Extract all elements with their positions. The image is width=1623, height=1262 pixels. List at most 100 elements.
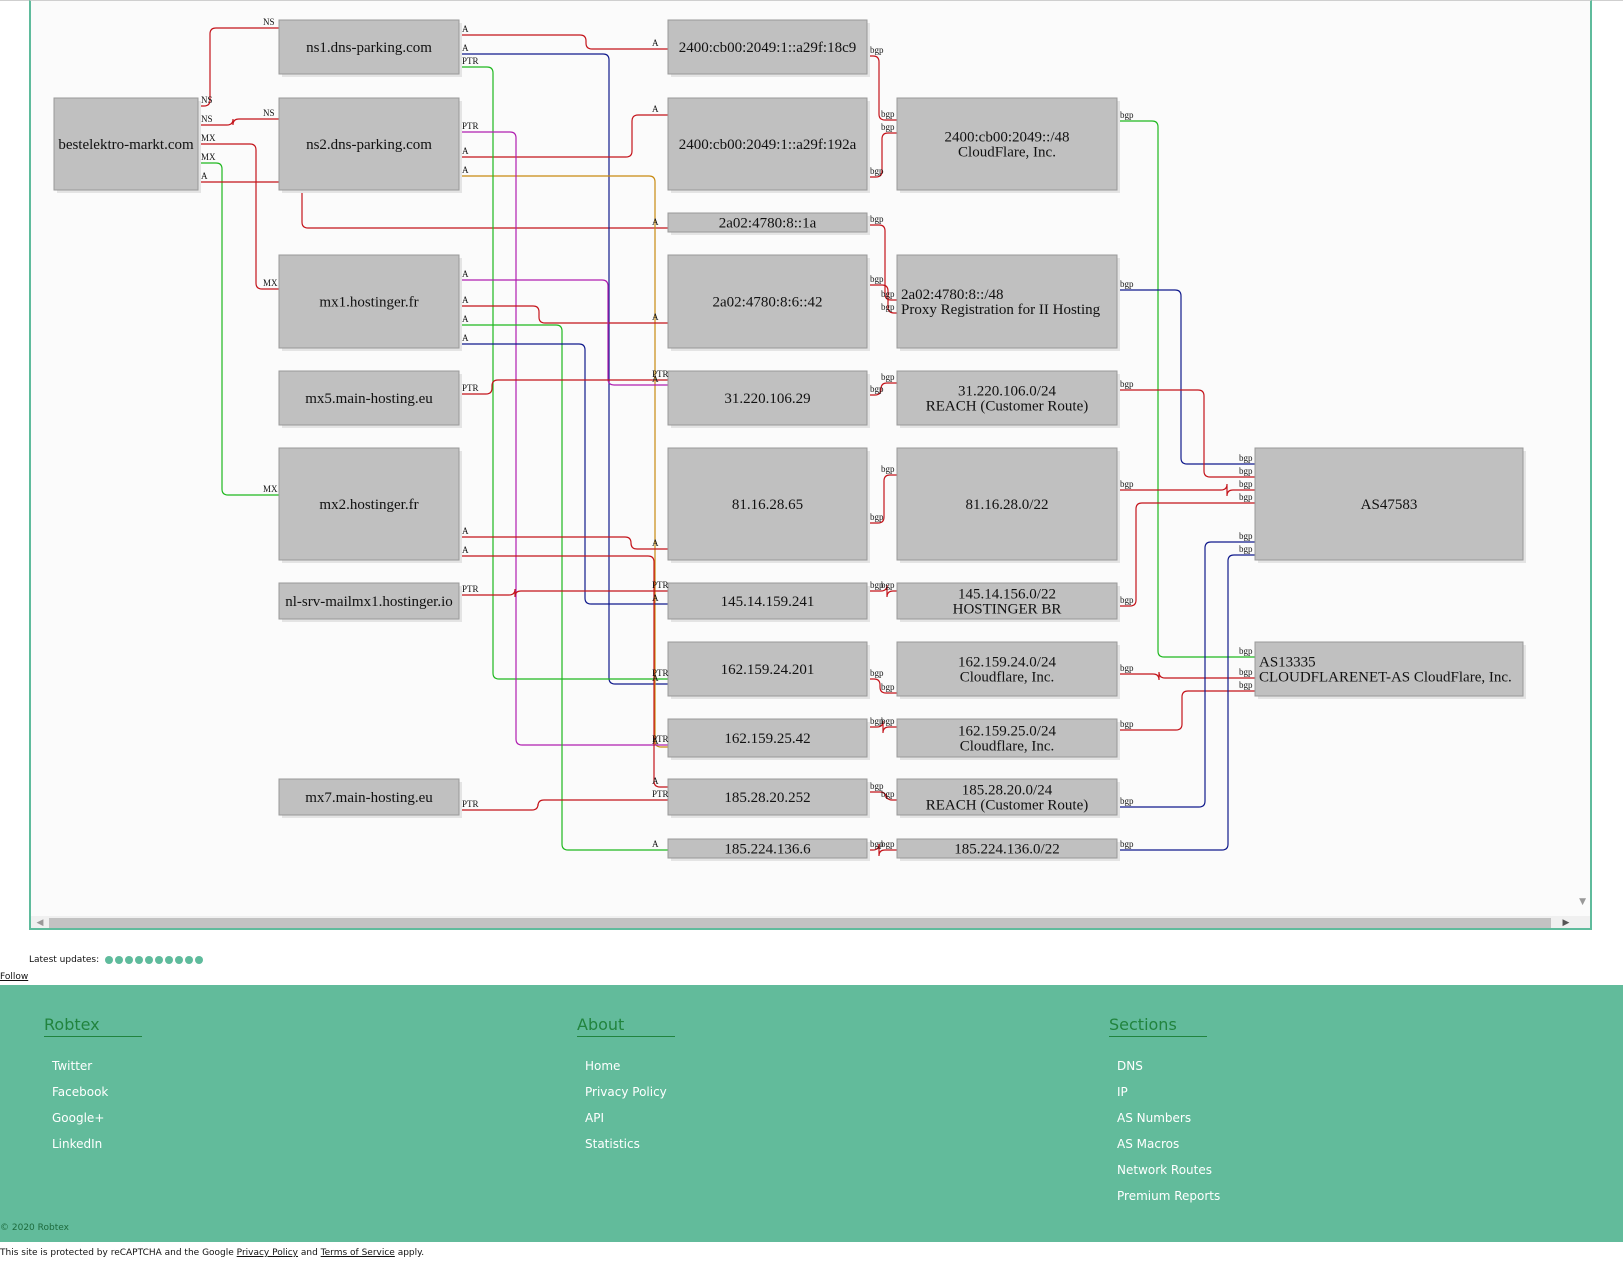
node-ns1[interactable]: ns1.dns-parking.com: [278, 19, 462, 77]
update-dot[interactable]: [165, 956, 174, 964]
node-ip5[interactable]: 162.159.25.42: [667, 718, 870, 760]
footer-link-ip[interactable]: IP: [1117, 1085, 1128, 1099]
node-box[interactable]: [278, 370, 460, 426]
node-box[interactable]: [896, 778, 1118, 816]
node-box[interactable]: [278, 19, 460, 75]
node-box[interactable]: [667, 97, 868, 191]
node-box[interactable]: [896, 718, 1118, 758]
footer-link-as-numbers[interactable]: AS Numbers: [1117, 1111, 1192, 1125]
update-dot[interactable]: [185, 956, 194, 964]
footer-link-as-macros[interactable]: AS Macros: [1117, 1137, 1180, 1151]
node-label: 81.16.28.0/22: [966, 497, 1049, 513]
graph-viewport[interactable]: bestelektro-markt.com ns1.dns-parking.com…: [29, 0, 1592, 930]
node-box[interactable]: [667, 19, 868, 75]
node-box[interactable]: [667, 641, 868, 697]
node-box[interactable]: [896, 97, 1118, 191]
scroll-left-arrow-icon[interactable]: ◀: [36, 918, 44, 928]
node-box[interactable]: [896, 447, 1118, 561]
node-box[interactable]: [278, 97, 460, 191]
footer-link-googleplus[interactable]: Google+: [52, 1111, 105, 1125]
edge-label: PTR: [462, 584, 479, 594]
node-box[interactable]: [667, 718, 868, 758]
node-box[interactable]: [667, 778, 868, 816]
node-root[interactable]: bestelektro-markt.com: [53, 97, 201, 193]
node-box[interactable]: [667, 447, 868, 561]
node-ip6[interactable]: 185.28.20.252: [667, 778, 870, 818]
node-box[interactable]: [1254, 641, 1524, 697]
node-box[interactable]: [667, 212, 868, 233]
node-box[interactable]: [667, 254, 868, 349]
node-box[interactable]: [896, 370, 1118, 426]
node-box[interactable]: [1254, 447, 1524, 561]
node-box[interactable]: [667, 370, 868, 426]
update-dot[interactable]: [135, 956, 144, 964]
node-box[interactable]: [667, 582, 868, 620]
node-box[interactable]: [278, 254, 460, 349]
node-ip6a[interactable]: 2400:cb00:2049:1::a29f:18c9: [667, 19, 870, 77]
footer-link-facebook[interactable]: Facebook: [52, 1085, 109, 1099]
edge-label: A: [652, 217, 659, 227]
edge-label: bgp: [1120, 479, 1134, 489]
update-dot[interactable]: [145, 956, 154, 964]
update-dot[interactable]: [175, 956, 184, 964]
horizontal-scrollbar[interactable]: ◀ ▶: [31, 916, 1590, 928]
node-mx5[interactable]: mx5.main-hosting.eu: [278, 370, 462, 428]
footer-link-api[interactable]: API: [585, 1111, 604, 1125]
google-terms-link[interactable]: Terms of Service: [320, 1248, 395, 1258]
node-ip3[interactable]: 145.14.159.241: [667, 582, 870, 622]
node-box[interactable]: [896, 838, 1118, 859]
node-mx2[interactable]: mx2.hostinger.fr: [278, 447, 462, 563]
edge-label: bgp: [870, 580, 884, 590]
node-ip1[interactable]: 31.220.106.29: [667, 370, 870, 428]
update-dot[interactable]: [125, 956, 134, 964]
node-box[interactable]: [896, 641, 1118, 697]
update-dot[interactable]: [105, 956, 114, 964]
node-ip6c[interactable]: 2a02:4780:8::1a: [667, 212, 870, 235]
node-net4[interactable]: 81.16.28.0/22: [896, 447, 1120, 563]
node-ip7[interactable]: 185.224.136.6: [667, 838, 870, 861]
footer-link-premium-reports[interactable]: Premium Reports: [1117, 1189, 1221, 1203]
node-ip4[interactable]: 162.159.24.201: [667, 641, 870, 699]
node-ip2[interactable]: 81.16.28.65: [667, 447, 870, 563]
node-box[interactable]: [896, 254, 1118, 349]
footer-link-privacy-policy[interactable]: Privacy Policy: [585, 1085, 667, 1099]
footer-link-twitter[interactable]: Twitter: [52, 1059, 93, 1073]
footer-link-home[interactable]: Home: [585, 1059, 621, 1073]
node-nlsrv[interactable]: nl-srv-mailmx1.hostinger.io: [278, 582, 462, 622]
node-box[interactable]: [53, 97, 199, 191]
scroll-right-arrow-icon[interactable]: ▶: [1562, 918, 1570, 928]
node-box[interactable]: [278, 778, 460, 816]
node-mx1[interactable]: mx1.hostinger.fr: [278, 254, 462, 351]
follow-link[interactable]: Follow: [0, 972, 29, 982]
scroll-down-arrow-icon[interactable]: ▼: [1579, 897, 1586, 907]
google-privacy-policy-link[interactable]: Privacy Policy: [236, 1248, 299, 1258]
node-label: Proxy Registration for II Hosting: [901, 302, 1101, 318]
footer-link-dns[interactable]: DNS: [1117, 1059, 1143, 1073]
update-dot[interactable]: [115, 956, 124, 964]
footer-link-network-routes[interactable]: Network Routes: [1117, 1163, 1213, 1177]
footer-link-linkedin[interactable]: LinkedIn: [52, 1137, 103, 1151]
node-ns2[interactable]: ns2.dns-parking.com: [278, 97, 462, 193]
update-dot[interactable]: [155, 956, 164, 964]
scrollbar-thumb[interactable]: [49, 918, 1551, 928]
update-dot[interactable]: [195, 956, 204, 964]
node-net9[interactable]: 185.224.136.0/22: [896, 838, 1120, 861]
node-ip6b[interactable]: 2400:cb00:2049:1::a29f:192a: [667, 97, 870, 193]
node-box[interactable]: [667, 838, 868, 859]
node-box[interactable]: [278, 447, 460, 561]
node-label: 2a02:4780:8::1a: [719, 216, 817, 232]
footer-link-statistics[interactable]: Statistics: [585, 1137, 640, 1151]
node-box[interactable]: [278, 582, 460, 620]
node-box[interactable]: [896, 582, 1118, 620]
node-ip6d[interactable]: 2a02:4780:8:6::42: [667, 254, 870, 351]
node-mx7[interactable]: mx7.main-hosting.eu: [278, 778, 462, 818]
node-as1[interactable]: AS47583: [1254, 447, 1526, 563]
